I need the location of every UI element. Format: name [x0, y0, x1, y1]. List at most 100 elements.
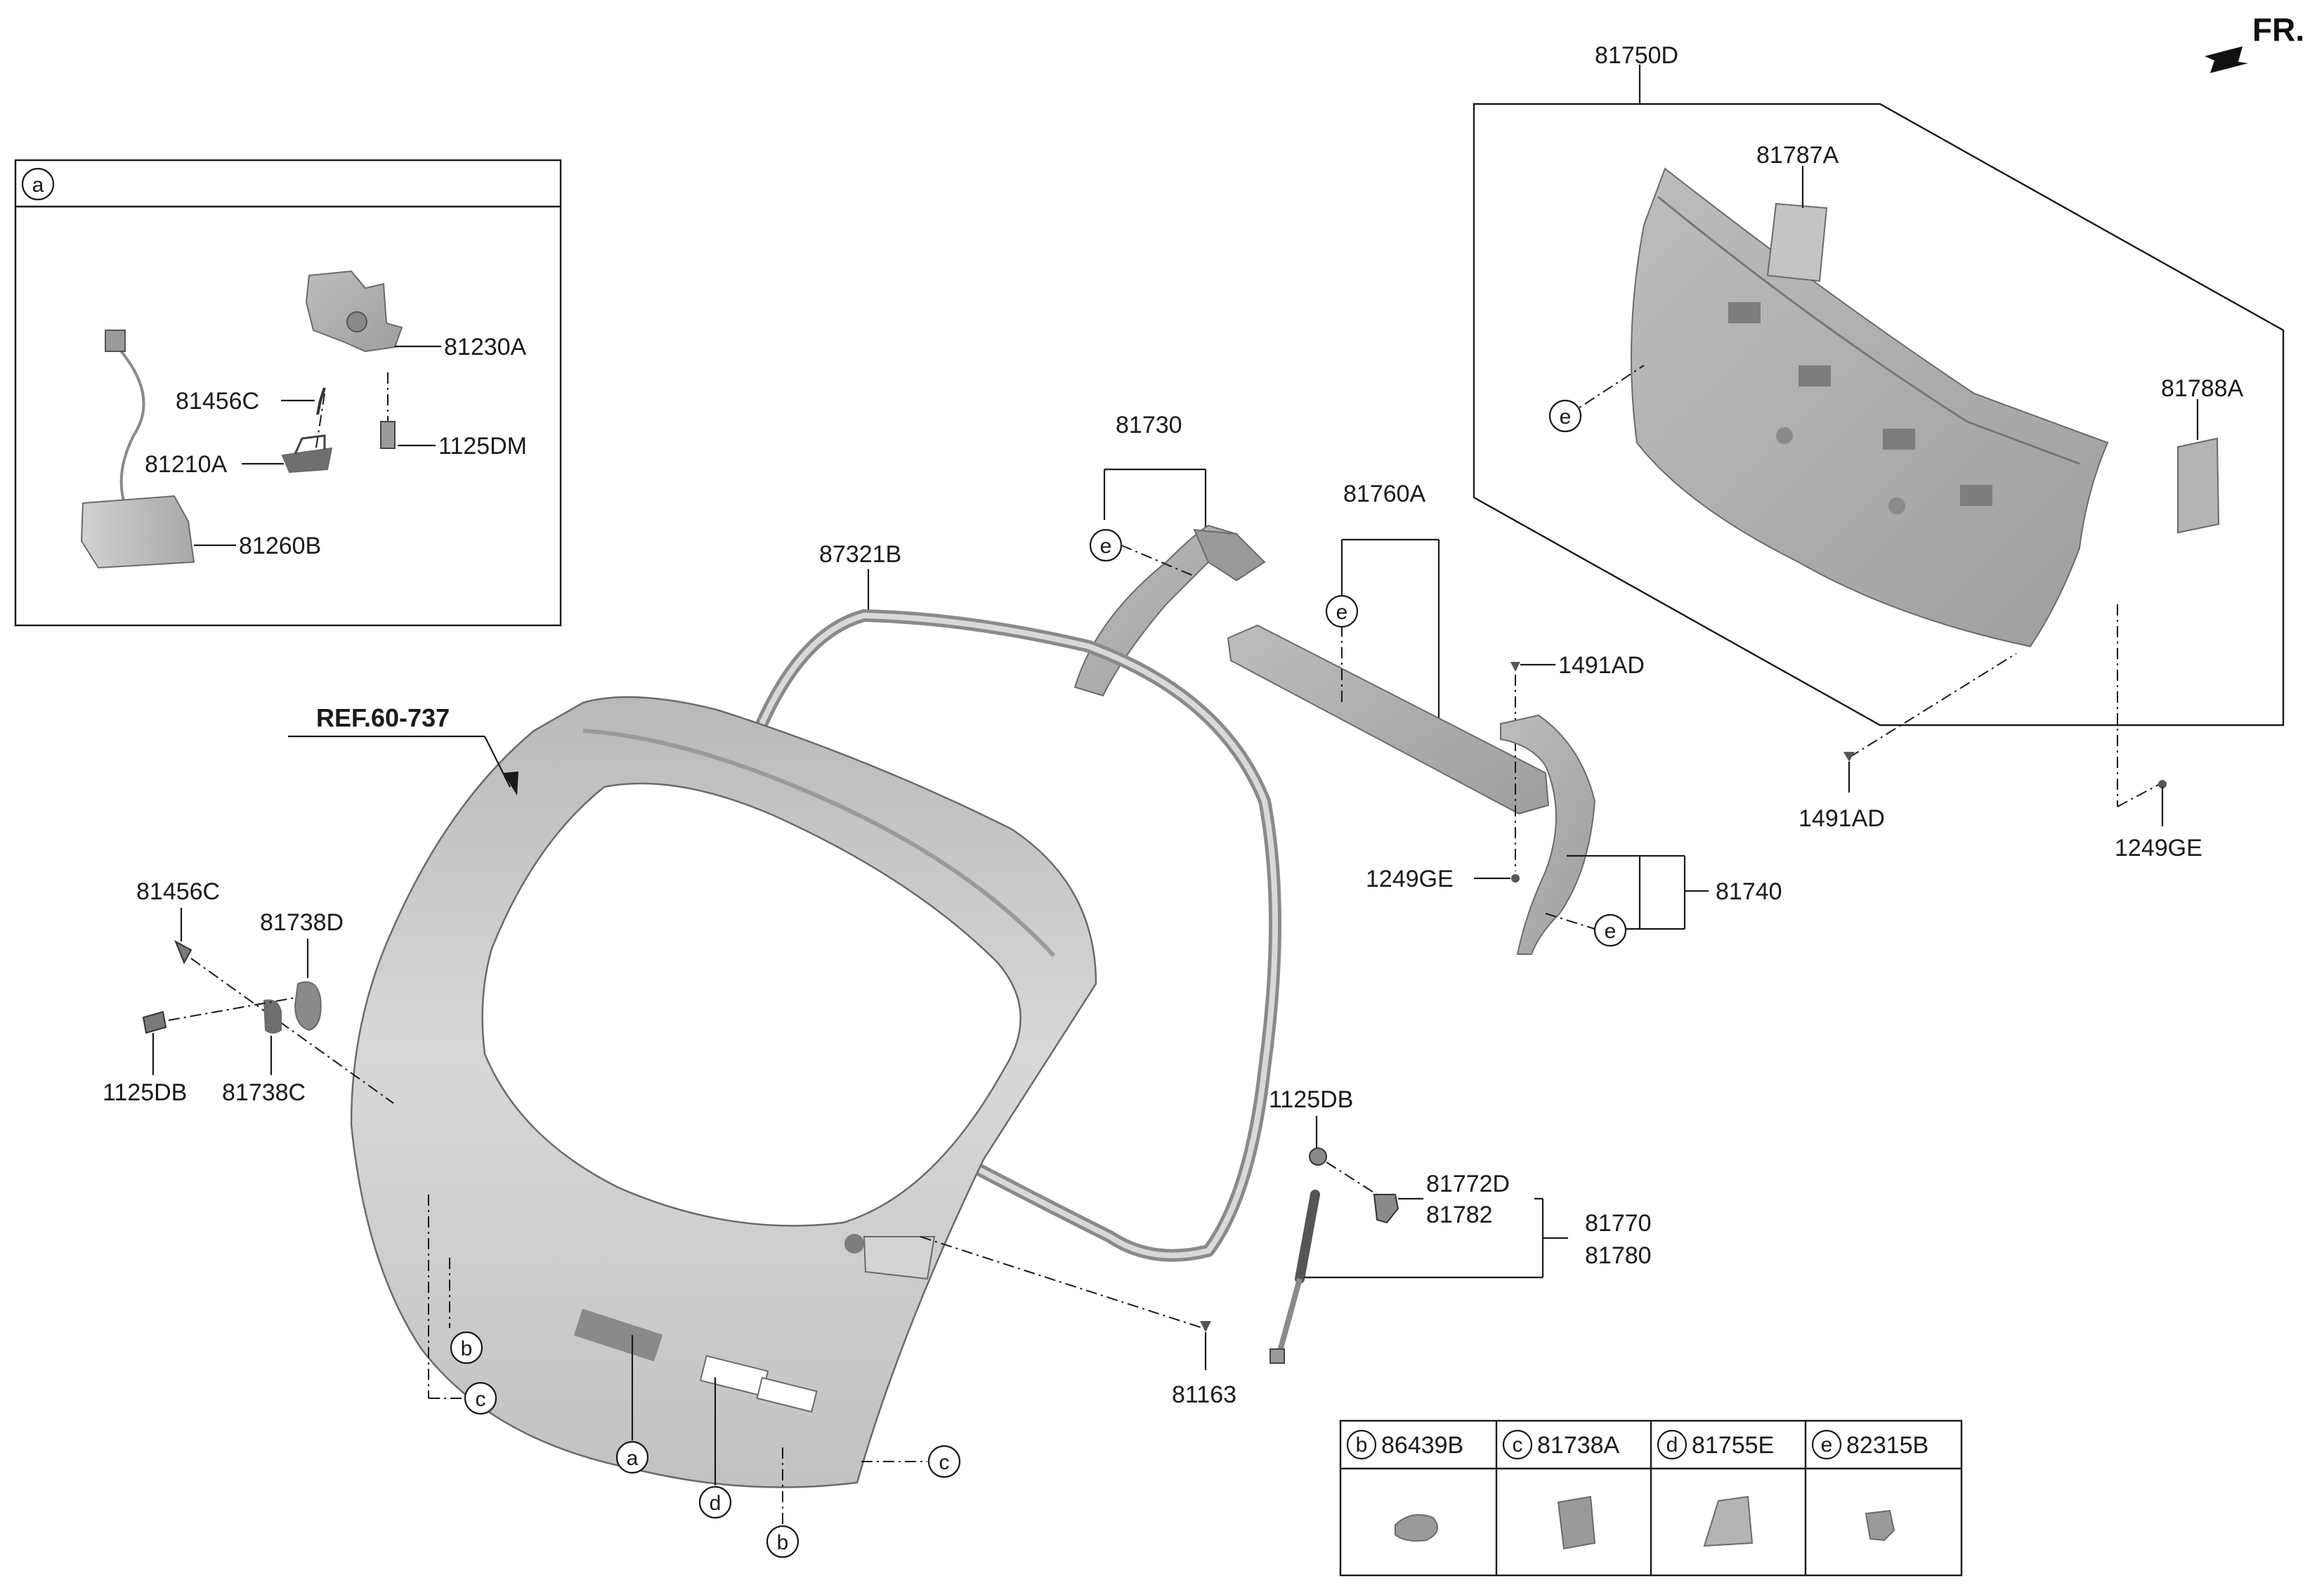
svg-text:e: e [1336, 601, 1348, 624]
rivet-icon [1843, 752, 1855, 762]
label-81750D: 81750D [1595, 42, 1678, 69]
legend-cell-e: e 82315B [1811, 1429, 1928, 1542]
bolt-icon [380, 421, 396, 449]
svg-text:a: a [627, 1447, 639, 1470]
label-81163: 81163 [1172, 1381, 1236, 1408]
front-label: FR. [2252, 11, 2304, 48]
rivet-icon-81163 [1200, 1321, 1211, 1332]
garnish-81740: 1491AD 1249GE 81740 e [1366, 652, 1782, 955]
label-1249GE-mid: 1249GE [1366, 866, 1454, 892]
detail-box-a: a 81230A 81456C 1125DM 81210A 81260B [14, 159, 562, 627]
trim-group-81750D: 81750D 81787A 81788A e 1491AD 1249GE [1473, 42, 2285, 861]
label-81770: 81770 [1585, 1210, 1652, 1237]
callout-e-81760A [1325, 594, 1359, 628]
svg-text:e: e [1605, 920, 1617, 943]
label-81456C-detail: 81456C [176, 388, 259, 415]
label-81740: 81740 [1716, 878, 1782, 905]
stopper-icon [1557, 1495, 1596, 1550]
bumper-pad-icon [1703, 1495, 1754, 1547]
callout-e-trim [1548, 399, 1582, 433]
label-81230A: 81230A [444, 334, 527, 360]
rivet-icon-mid [1510, 662, 1520, 672]
label-1491AD-mid: 1491AD [1558, 652, 1645, 679]
svg-text:c: c [939, 1451, 950, 1474]
callout-a [615, 1440, 649, 1474]
legend-table: b 86439B c 81738A d 81755E e 82315B [1339, 1419, 1963, 1577]
trim-group-frame [1473, 103, 2285, 727]
callout-e-81740 [1593, 913, 1627, 947]
screw-head-icon [2158, 780, 2167, 788]
license-lamp-icon [80, 495, 195, 569]
label-81210A: 81210A [145, 451, 228, 478]
label-81456C: 81456C [136, 878, 220, 905]
legend-part-81755E: 81755E [1692, 1432, 1774, 1459]
label-81738D: 81738D [260, 909, 344, 936]
trim-cover-right [2177, 437, 2220, 534]
tailgate-trim-panel [1631, 167, 2109, 648]
screw-icon [316, 387, 326, 415]
label-81782: 81782 [1426, 1202, 1493, 1228]
legend-cell-b: b 86439B [1346, 1429, 1463, 1542]
garnish-81760A: 81760A e [1227, 481, 1550, 815]
orientation-indicator: FR. [2205, 11, 2304, 73]
latch-icon [305, 270, 403, 353]
label-81760A: 81760A [1343, 481, 1426, 507]
upper-garnish [1227, 624, 1550, 815]
label-81738C: 81738C [222, 1079, 306, 1106]
label-81788A: 81788A [2161, 375, 2244, 402]
svg-text:c: c [1513, 1433, 1523, 1457]
bracket-icon [1373, 1194, 1399, 1224]
detail-box-callout-circle [21, 167, 55, 201]
tailgate-assembly: REF.60-737 c b a d b c [288, 696, 1097, 1558]
callout-b-left [450, 1331, 483, 1365]
callout-e-81730 [1089, 528, 1123, 562]
front-arrow-icon [2205, 46, 2248, 73]
screw-icon-left [174, 939, 192, 965]
legend-part-81738A: 81738A [1537, 1432, 1620, 1459]
callout-c-left [464, 1381, 497, 1415]
label-81787A: 81787A [1756, 142, 1839, 169]
legend-cell-d: d 81755E [1657, 1429, 1774, 1547]
callout-c-right [927, 1445, 961, 1478]
switch-icon [281, 447, 333, 474]
label-81260B: 81260B [239, 533, 321, 559]
label-81772D: 81772D [1426, 1171, 1510, 1197]
label-1125DB-mid: 1125DB [1269, 1086, 1353, 1113]
gas-lifter [1295, 1190, 1320, 1284]
svg-text:b: b [1356, 1433, 1368, 1457]
trim-cover-left [1766, 202, 1828, 282]
svg-text:b: b [777, 1531, 789, 1554]
ref-label: REF.60-737 [316, 703, 450, 732]
screw-head-icon-mid [1511, 874, 1520, 883]
side-garnish-right [1500, 714, 1596, 955]
bolt-icon-left [142, 1010, 167, 1034]
label-1249GE-right: 1249GE [2115, 835, 2202, 861]
svg-text:e: e [1560, 405, 1572, 429]
detail-box-callout: a [32, 174, 44, 197]
svg-text:e: e [1821, 1433, 1833, 1457]
svg-text:e: e [1100, 535, 1112, 558]
label-1125DM: 1125DM [438, 433, 527, 460]
svg-text:d: d [710, 1492, 722, 1515]
svg-text:c: c [476, 1388, 486, 1411]
svg-text:d: d [1666, 1433, 1678, 1457]
bolt-icon-mid [1309, 1147, 1327, 1166]
ref-arrow-icon [503, 772, 518, 795]
callout-b-bottom [766, 1525, 799, 1558]
label-1491AD-right: 1491AD [1799, 805, 1885, 832]
legend-cell-c: c 81738A [1502, 1429, 1620, 1550]
label-87321B: 87321B [819, 541, 901, 568]
legend-part-86439B: 86439B [1381, 1432, 1463, 1459]
stopper-group: 81456C 81738D 1125DB 81738C [103, 878, 394, 1106]
grommet-icon [1395, 1514, 1439, 1542]
callout-d [698, 1485, 732, 1519]
lifter-group: 1125DB 81772D 81782 81770 81780 81163 [920, 1086, 1652, 1408]
clip-icon [1865, 1509, 1895, 1542]
tailgate-window-opening [481, 782, 1021, 1227]
legend-part-82315B: 82315B [1846, 1432, 1928, 1459]
detail-box-frame [14, 159, 562, 627]
label-81780: 81780 [1585, 1242, 1652, 1269]
stopper-cap-icon [294, 981, 322, 1031]
